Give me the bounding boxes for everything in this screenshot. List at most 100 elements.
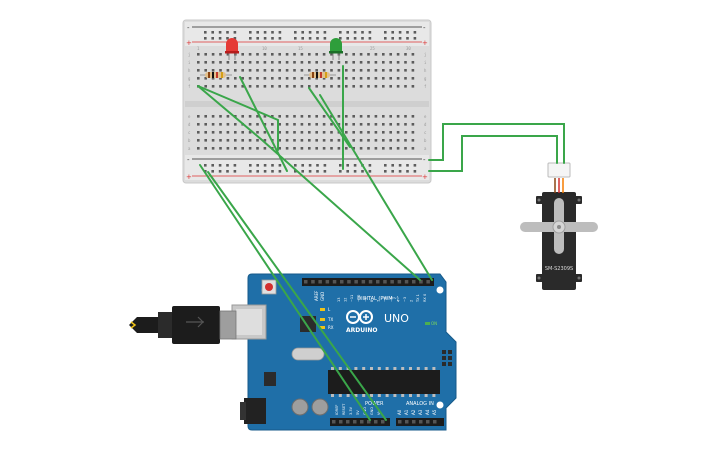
svg-text:10: 10 [262, 46, 267, 51]
resistor-2[interactable] [304, 72, 336, 78]
svg-text:3.3V: 3.3V [349, 406, 353, 415]
svg-text:e: e [424, 114, 427, 119]
gnd-label-top: GND [320, 292, 325, 301]
svg-text:f: f [424, 84, 427, 89]
digital-pin-label: 8 [370, 300, 374, 302]
brand-label: ARDUINO [346, 327, 377, 334]
row-letters-bottom: e d c b a [188, 114, 191, 151]
svg-text:A0: A0 [397, 409, 402, 415]
row-letters-right: j i h g f e d c b a [424, 52, 427, 151]
bottom-minus-sign: - [187, 156, 190, 164]
wire-5v-rail-to-arduino[interactable] [207, 171, 387, 421]
wire-gnd-rail-to-arduino[interactable] [199, 164, 371, 421]
tx-led-label: TX [327, 317, 333, 322]
wire-green-to-row[interactable] [308, 87, 351, 148]
on-led-label: ON [431, 321, 437, 326]
green-led[interactable] [329, 38, 343, 60]
power-jack[interactable] [244, 398, 266, 424]
svg-text:f: f [188, 84, 191, 89]
svg-text:5V: 5V [356, 410, 360, 415]
svg-text:A4: A4 [425, 409, 430, 415]
wire-green-led-to-d-pin[interactable] [319, 94, 433, 281]
svg-text:b: b [424, 138, 427, 143]
red-led[interactable] [225, 38, 239, 60]
aref-label: AREF [314, 290, 319, 301]
usb-plug[interactable] [172, 306, 220, 344]
svg-text:15: 15 [298, 46, 303, 51]
svg-text:25: 25 [370, 46, 375, 51]
digital-pin-label: ~11 [350, 295, 354, 302]
digital-label: DIGITAL (PWM~) [357, 296, 399, 302]
rx-led-label: RX [328, 325, 334, 330]
digital-pin-label: TX 1 [416, 294, 420, 303]
digital-pin-label: 4 [396, 299, 400, 302]
svg-text:1: 1 [197, 46, 200, 51]
servo-horn[interactable] [520, 198, 598, 254]
wire-servo-ground[interactable] [428, 135, 558, 172]
svg-text:c: c [424, 130, 427, 135]
digital-pin-label: ~3 [403, 297, 407, 302]
svg-text:b: b [188, 138, 191, 143]
svg-text:A5: A5 [432, 409, 437, 415]
arduino-logo-icon [346, 310, 373, 324]
svg-text:A1: A1 [404, 409, 409, 415]
wire-red-led-to-d-pin[interactable] [197, 85, 421, 281]
center-channel [185, 101, 429, 107]
digital-pin-label: 13 [337, 298, 341, 302]
digital-pin-label: 2 [410, 300, 414, 302]
bottom-minus-sign-right: - [423, 156, 426, 164]
wire-servo-power[interactable] [428, 123, 565, 164]
digital-pin-label: ~5 [390, 297, 394, 302]
resistor-1[interactable] [200, 72, 232, 78]
svg-text:30: 30 [406, 46, 411, 51]
servo-model-label: SM-S2309S [545, 266, 573, 272]
svg-text:h: h [424, 68, 427, 73]
svg-text:g: g [424, 76, 427, 81]
crystal-oscillator [291, 347, 325, 361]
digital-pin-label: ~10 [357, 295, 361, 302]
svg-text:c: c [188, 130, 191, 135]
top-plus-sign-right: + [422, 39, 428, 47]
digital-pin-label: ~9 [363, 297, 367, 302]
digital-pin-label: RX 0 [423, 294, 427, 302]
breadboard[interactable]: - + - + - + - + j i h g f e d c b a j [182, 19, 432, 184]
digital-pin-label: 7 [377, 300, 381, 302]
svg-text:d: d [188, 122, 191, 127]
servo-connector[interactable] [547, 162, 571, 178]
servo-motor[interactable]: SM-S2309S [520, 162, 598, 290]
digital-pin-label: ~6 [383, 297, 387, 302]
svg-text:Vin: Vin [377, 409, 381, 415]
svg-text:A3: A3 [418, 409, 423, 415]
wire-resistor1-to-gnd[interactable] [197, 85, 279, 151]
model-label: UNO [384, 312, 409, 325]
usb-cable[interactable] [129, 306, 237, 344]
svg-text:GND: GND [370, 407, 374, 415]
digital-pin-label: 12 [344, 298, 348, 302]
wires[interactable] [197, 65, 565, 421]
bottom-plus-sign-right: + [422, 173, 428, 181]
atmega-chip [328, 370, 440, 394]
row-letters-top: j i h g f [188, 52, 191, 89]
svg-text:A2: A2 [411, 409, 416, 415]
top-minus-sign: - [187, 24, 190, 32]
svg-text:g: g [188, 76, 191, 81]
svg-text:j: j [424, 52, 426, 57]
digital-header[interactable] [302, 278, 434, 286]
svg-text:IOREF: IOREF [335, 405, 339, 415]
green-led-body [330, 38, 342, 52]
l-led-label: L [328, 307, 331, 312]
svg-text:d: d [424, 122, 427, 127]
svg-text:j: j [188, 52, 190, 57]
top-minus-sign-right: - [423, 24, 426, 32]
svg-text:RESET: RESET [342, 403, 346, 415]
breadboard-holes[interactable] [197, 31, 417, 173]
top-plus-sign: + [186, 39, 192, 47]
svg-text:a: a [188, 146, 191, 151]
analog-pin-labels: A0 A1 A2 A3 A4 A5 [397, 409, 437, 415]
svg-text:e: e [188, 114, 191, 119]
bottom-plus-sign: + [186, 173, 192, 181]
svg-text:i: i [424, 60, 427, 65]
